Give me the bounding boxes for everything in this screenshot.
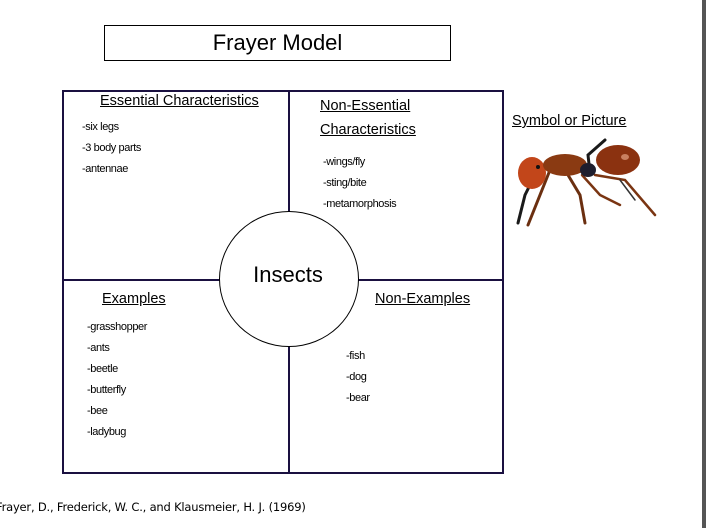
- non-essential-heading-2: Characteristics: [320, 122, 416, 138]
- non-examples-heading: Non-Examples: [375, 291, 471, 307]
- list-item: -wings/fly: [323, 156, 365, 168]
- list-item: -3 body parts: [82, 142, 142, 154]
- non-examples-list: -fish -dog -bear: [346, 346, 370, 409]
- list-item: -dog: [346, 371, 367, 383]
- list-item: -sting/bite: [323, 177, 367, 189]
- list-item: -butterfly: [87, 384, 126, 396]
- list-item: -antennae: [82, 163, 128, 175]
- list-item: -metamorphosis: [323, 198, 397, 210]
- citation: Frayer, D., Frederick, W. C., and Klausm…: [0, 500, 306, 514]
- center-circle: [219, 211, 359, 347]
- page-edge: [702, 0, 706, 528]
- list-item: -bee: [87, 405, 108, 417]
- list-item: -grasshopper: [87, 321, 148, 333]
- page-title: Frayer Model: [104, 25, 451, 61]
- non-essential-list: -wings/fly -sting/bite -metamorphosis: [323, 152, 397, 215]
- essential-list: -six legs -3 body parts -antennae: [82, 117, 141, 180]
- examples-list: -grasshopper -ants -beetle -butterfly -b…: [87, 317, 147, 443]
- list-item: -ladybug: [87, 426, 126, 438]
- list-item: -bear: [346, 392, 370, 404]
- list-item: -ants: [87, 342, 110, 354]
- examples-heading: Examples: [102, 291, 166, 307]
- symbol-heading: Symbol or Picture: [512, 113, 627, 129]
- list-item: -six legs: [82, 121, 119, 133]
- frayer-grid: [62, 90, 504, 474]
- list-item: -beetle: [87, 363, 118, 375]
- list-item: -fish: [346, 350, 365, 362]
- center-word: Insects: [253, 262, 323, 287]
- ant-picture: [516, 138, 657, 227]
- essential-heading: Essential Characteristics: [100, 93, 259, 109]
- non-essential-heading-1: Non-Essential: [320, 98, 411, 114]
